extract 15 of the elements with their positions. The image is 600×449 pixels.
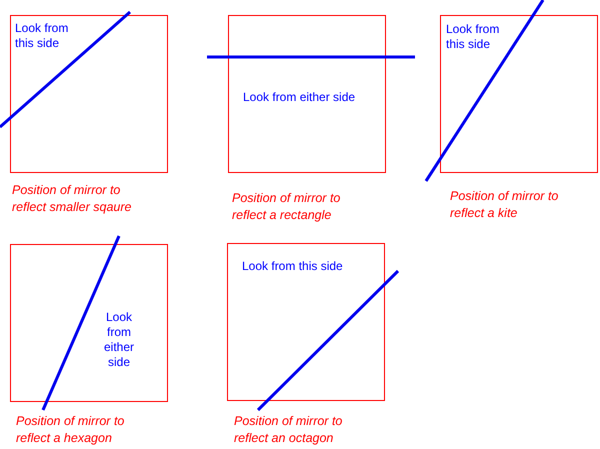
node-label: Position of mirror to reflect a kite bbox=[450, 188, 560, 222]
square-outline bbox=[228, 15, 386, 173]
viewing-note: Look from this side bbox=[242, 259, 344, 274]
node-label: Position of mirror to reflect a rectangle bbox=[232, 190, 342, 224]
viewing-note: Look from either side bbox=[243, 90, 356, 105]
square-outline bbox=[440, 15, 598, 173]
viewing-note: Look from this side bbox=[446, 22, 500, 52]
node-label: Position of mirror to reflect an octagon bbox=[234, 413, 344, 447]
square-outline bbox=[10, 244, 168, 402]
square-outline bbox=[10, 15, 168, 173]
viewing-note: Look from either side bbox=[102, 310, 136, 370]
viewing-note: Look from this side bbox=[15, 21, 70, 51]
node-label: Position of mirror to reflect a hexagon bbox=[16, 413, 126, 447]
node-label: Position of mirror to reflect smaller sqaure bbox=[12, 182, 132, 216]
square-outline bbox=[227, 243, 385, 401]
